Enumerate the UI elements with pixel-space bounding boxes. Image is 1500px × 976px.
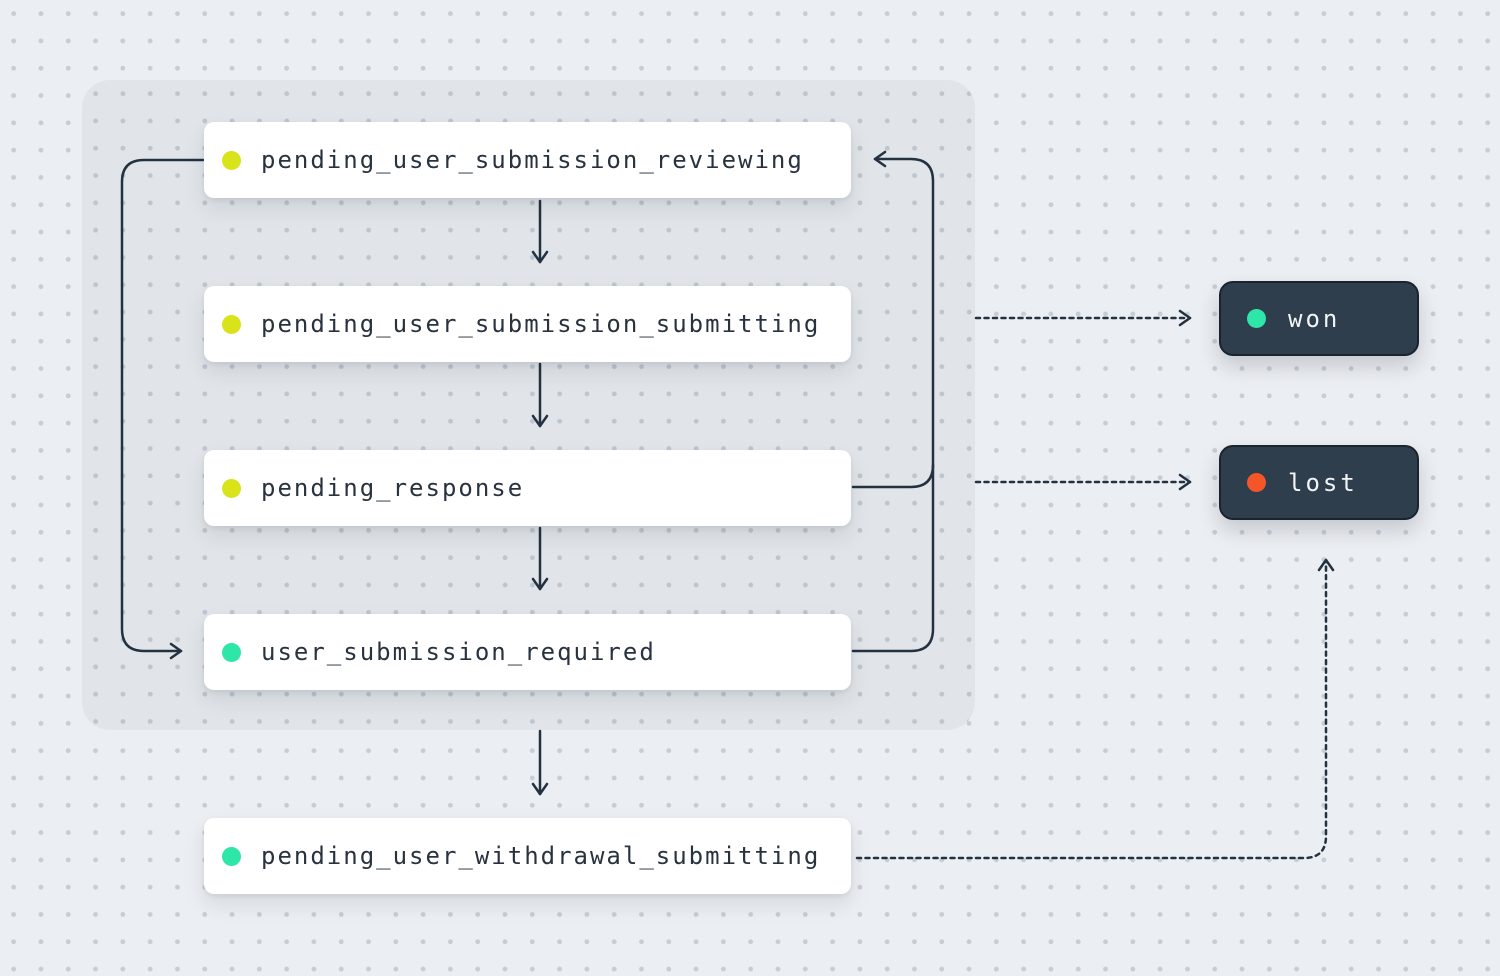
state-label: pending_response	[261, 474, 525, 502]
status-dot-orange-icon	[1247, 473, 1266, 492]
status-dot-yellow-icon	[222, 150, 241, 170]
state-label: pending_user_withdrawal_submitting	[261, 842, 821, 870]
status-dot-teal-icon	[1247, 309, 1266, 328]
terminal-node-won[interactable]: won	[1219, 281, 1419, 356]
state-node-pending-user-withdrawal-submitting[interactable]: pending_user_withdrawal_submitting	[204, 818, 851, 894]
status-dot-yellow-icon	[222, 314, 241, 334]
status-dot-yellow-icon	[222, 478, 241, 498]
state-node-user-submission-required[interactable]: user_submission_required	[204, 614, 851, 690]
status-dot-teal-icon	[222, 642, 241, 662]
terminal-node-lost[interactable]: lost	[1219, 445, 1419, 520]
status-dot-teal-icon	[222, 846, 241, 866]
state-node-pending-response[interactable]: pending_response	[204, 450, 851, 526]
state-label: pending_user_submission_reviewing	[261, 146, 804, 174]
terminal-label: lost	[1288, 468, 1358, 497]
state-node-pending-user-submission-reviewing[interactable]: pending_user_submission_reviewing	[204, 122, 851, 198]
state-label: pending_user_submission_submitting	[261, 310, 821, 338]
state-label: user_submission_required	[261, 638, 656, 666]
terminal-label: won	[1288, 304, 1341, 333]
state-node-pending-user-submission-submitting[interactable]: pending_user_submission_submitting	[204, 286, 851, 362]
